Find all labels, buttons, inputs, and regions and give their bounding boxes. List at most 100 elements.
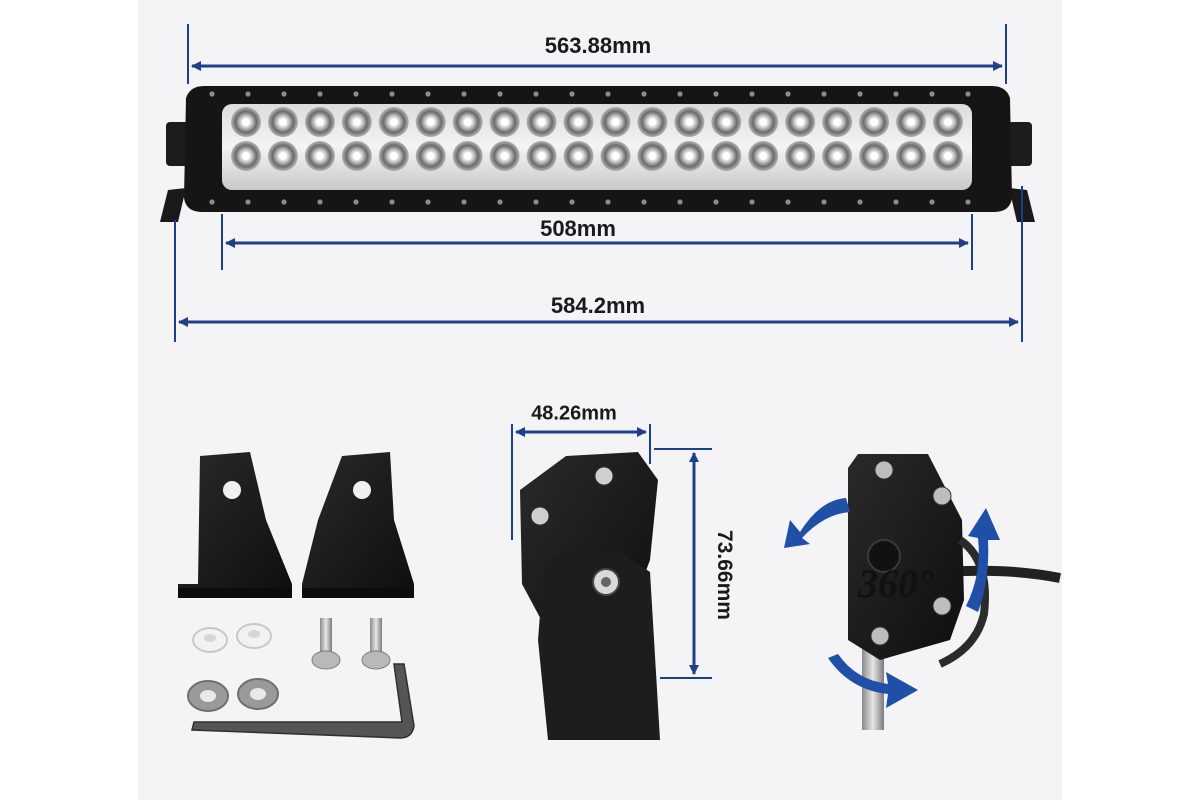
housing-screw	[605, 199, 611, 205]
led-cell	[231, 141, 261, 171]
housing-screw	[893, 91, 899, 97]
housing-screw	[245, 91, 251, 97]
led-cell	[674, 107, 705, 137]
housing-screw	[461, 91, 467, 97]
led-cell	[600, 107, 631, 137]
bar-end-cap-right	[1008, 122, 1032, 166]
led-cell	[378, 107, 409, 137]
led-cell	[267, 107, 298, 137]
rubber-washer	[192, 623, 272, 653]
mount-pivot	[867, 539, 901, 573]
led-cell	[452, 107, 483, 137]
dim-label-lens: 508mm	[540, 216, 616, 241]
hex-bolt	[311, 618, 391, 670]
mount-ring	[938, 536, 989, 668]
mount-screw-1	[874, 460, 894, 480]
housing-screw	[353, 91, 359, 97]
led-cell	[748, 107, 779, 137]
housing-screw	[785, 91, 791, 97]
rotation-arrows	[784, 498, 1000, 708]
led-cell	[341, 107, 372, 137]
side-screw-left	[530, 506, 550, 526]
led-cell	[785, 107, 816, 137]
housing-screw	[713, 199, 719, 205]
led-cell	[489, 141, 520, 171]
led-cell	[415, 107, 446, 137]
led-array	[231, 107, 963, 171]
housing-screw	[569, 91, 575, 97]
led-cell	[378, 141, 409, 171]
side-screw-top	[594, 466, 614, 486]
dim-label-span: 584.2mm	[550, 293, 646, 318]
bar-lens	[222, 104, 972, 190]
housing-screw	[857, 91, 863, 97]
housing-screw	[893, 199, 899, 205]
dimension-lines	[174, 24, 1023, 342]
housing-screw	[857, 199, 863, 205]
bar-end-cap-left	[166, 122, 190, 166]
housing-screw	[641, 91, 647, 97]
rotating-mount	[848, 454, 1061, 730]
led-cell	[896, 141, 927, 171]
led-cell	[748, 141, 779, 171]
led-cell	[822, 141, 853, 171]
led-cell	[933, 107, 963, 137]
housing-screw	[569, 199, 575, 205]
housing-screw	[497, 199, 503, 205]
led-cell	[563, 141, 594, 171]
housing-screw	[641, 199, 647, 205]
allen-key	[191, 663, 415, 739]
housing-screw	[389, 91, 395, 97]
housing-screw	[785, 199, 791, 205]
housing-screw	[533, 199, 539, 205]
led-cell	[415, 141, 446, 171]
housing-screw	[497, 91, 503, 97]
dim-label-side-height: 73.66mm	[713, 530, 736, 620]
housing-screw	[209, 199, 215, 205]
housing-screw	[677, 91, 683, 97]
led-cell	[674, 141, 705, 171]
led-cell	[711, 141, 742, 171]
housing-screw	[281, 91, 287, 97]
led-cell	[859, 141, 890, 171]
mounting-bracket-left	[178, 452, 292, 598]
rotation-label: 360°	[858, 561, 934, 606]
housing-screw	[353, 199, 359, 205]
rotation-arrow-right-icon	[966, 508, 1000, 612]
housing-screw	[461, 199, 467, 205]
light-bar	[160, 86, 1035, 222]
mount-screw-4	[870, 626, 890, 646]
rotation-arrow-left-icon	[784, 498, 850, 548]
led-cell	[711, 107, 742, 137]
housing-screw	[821, 199, 827, 205]
dim-label-overall: 563.88mm	[544, 33, 652, 58]
led-cell	[600, 141, 631, 171]
led-cell	[304, 107, 335, 137]
led-cell	[785, 141, 816, 171]
led-cell	[637, 107, 668, 137]
led-cell	[933, 141, 963, 171]
side-view-bracket	[520, 452, 660, 740]
led-cell	[304, 141, 335, 171]
housing-screw	[245, 199, 251, 205]
housing-screw	[389, 199, 395, 205]
housing-screw	[533, 91, 539, 97]
housing-screw	[713, 91, 719, 97]
led-cell	[526, 141, 557, 171]
mount-screw-3	[932, 596, 952, 616]
led-cell	[231, 107, 261, 137]
side-dimension-lines	[511, 424, 712, 679]
rotation-arrow-bottom-icon	[828, 654, 918, 708]
housing-screw	[281, 199, 287, 205]
side-mount-foot	[538, 550, 660, 740]
led-cell	[526, 107, 557, 137]
bar-end-bracket-left	[160, 188, 186, 222]
led-cell	[563, 107, 594, 137]
mount-housing	[848, 454, 964, 660]
housing-screw	[965, 91, 971, 97]
led-cell	[896, 107, 927, 137]
led-cell	[859, 107, 890, 137]
housing-screw	[929, 91, 935, 97]
housing-screw	[929, 199, 935, 205]
